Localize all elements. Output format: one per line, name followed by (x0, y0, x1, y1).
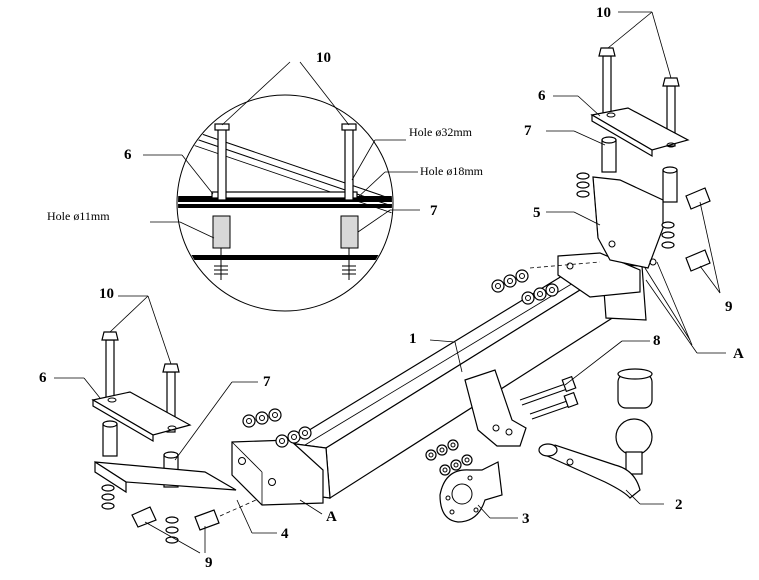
label-10-detail: 10 (316, 50, 331, 66)
detail-bottom-bar (178, 255, 392, 260)
center-fastener-set (425, 439, 473, 476)
left-bolt-9a (131, 506, 157, 528)
label-2: 2 (675, 497, 683, 513)
note-hole-18: Hole ø18mm (420, 164, 484, 178)
right-bracket-5 (592, 176, 664, 269)
leader-lines (54, 11, 726, 554)
left-bolt-10a (105, 339, 115, 401)
label-6-left: 6 (39, 370, 47, 386)
right-spacer-7b (662, 169, 678, 203)
label-9-right: 9 (725, 299, 733, 315)
right-bolt-10a (602, 55, 612, 117)
detail-bolt-right (344, 124, 354, 201)
left-fastener-set (242, 408, 312, 448)
label-5: 5 (533, 205, 541, 221)
label-6-right: 6 (538, 88, 546, 104)
label-a-right: A (733, 346, 744, 362)
note-hole-11: Hole ø11mm (47, 209, 110, 223)
neck-bracket (464, 369, 527, 447)
label-10-left: 10 (99, 286, 114, 302)
note-hole-32: Hole ø32mm (409, 125, 473, 139)
left-bolt-9b (194, 509, 220, 531)
right-fastener-set (491, 261, 601, 305)
right-bolt-9a (685, 187, 711, 210)
detail-spacer-right (340, 215, 359, 249)
label-7-left: 7 (263, 374, 271, 390)
detail-circle (176, 94, 394, 312)
label-6-detail: 6 (124, 147, 132, 163)
left-spacer-7a (102, 423, 118, 457)
right-mount-assembly (576, 47, 711, 346)
ball-neck (543, 444, 641, 499)
label-10-right: 10 (596, 5, 611, 21)
detail-bolt-left (217, 124, 227, 201)
label-a-left: A (326, 509, 337, 525)
detail-view (143, 61, 420, 312)
label-8: 8 (653, 333, 661, 349)
detail-spacer-left (212, 215, 231, 249)
label-1: 1 (409, 331, 417, 347)
part-labels: 1 2 3 4 5 6 6 6 7 7 7 8 9 9 10 10 10 A A… (39, 5, 744, 571)
tow-ball-part-2 (538, 368, 653, 499)
label-4: 4 (281, 526, 289, 542)
label-7-right: 7 (524, 123, 532, 139)
label-3: 3 (522, 511, 530, 527)
left-mount-assembly (91, 331, 257, 544)
right-bolt-9b (685, 249, 711, 272)
bolts-part-8 (519, 375, 579, 420)
socket-plate-part-3 (439, 461, 503, 523)
tow-ball (615, 418, 653, 456)
right-bracket (557, 252, 641, 298)
left-bracket-part-4 (231, 439, 324, 506)
detail-plate-bar (178, 196, 392, 202)
label-9-left: 9 (205, 555, 213, 571)
label-7-detail: 7 (430, 203, 438, 219)
